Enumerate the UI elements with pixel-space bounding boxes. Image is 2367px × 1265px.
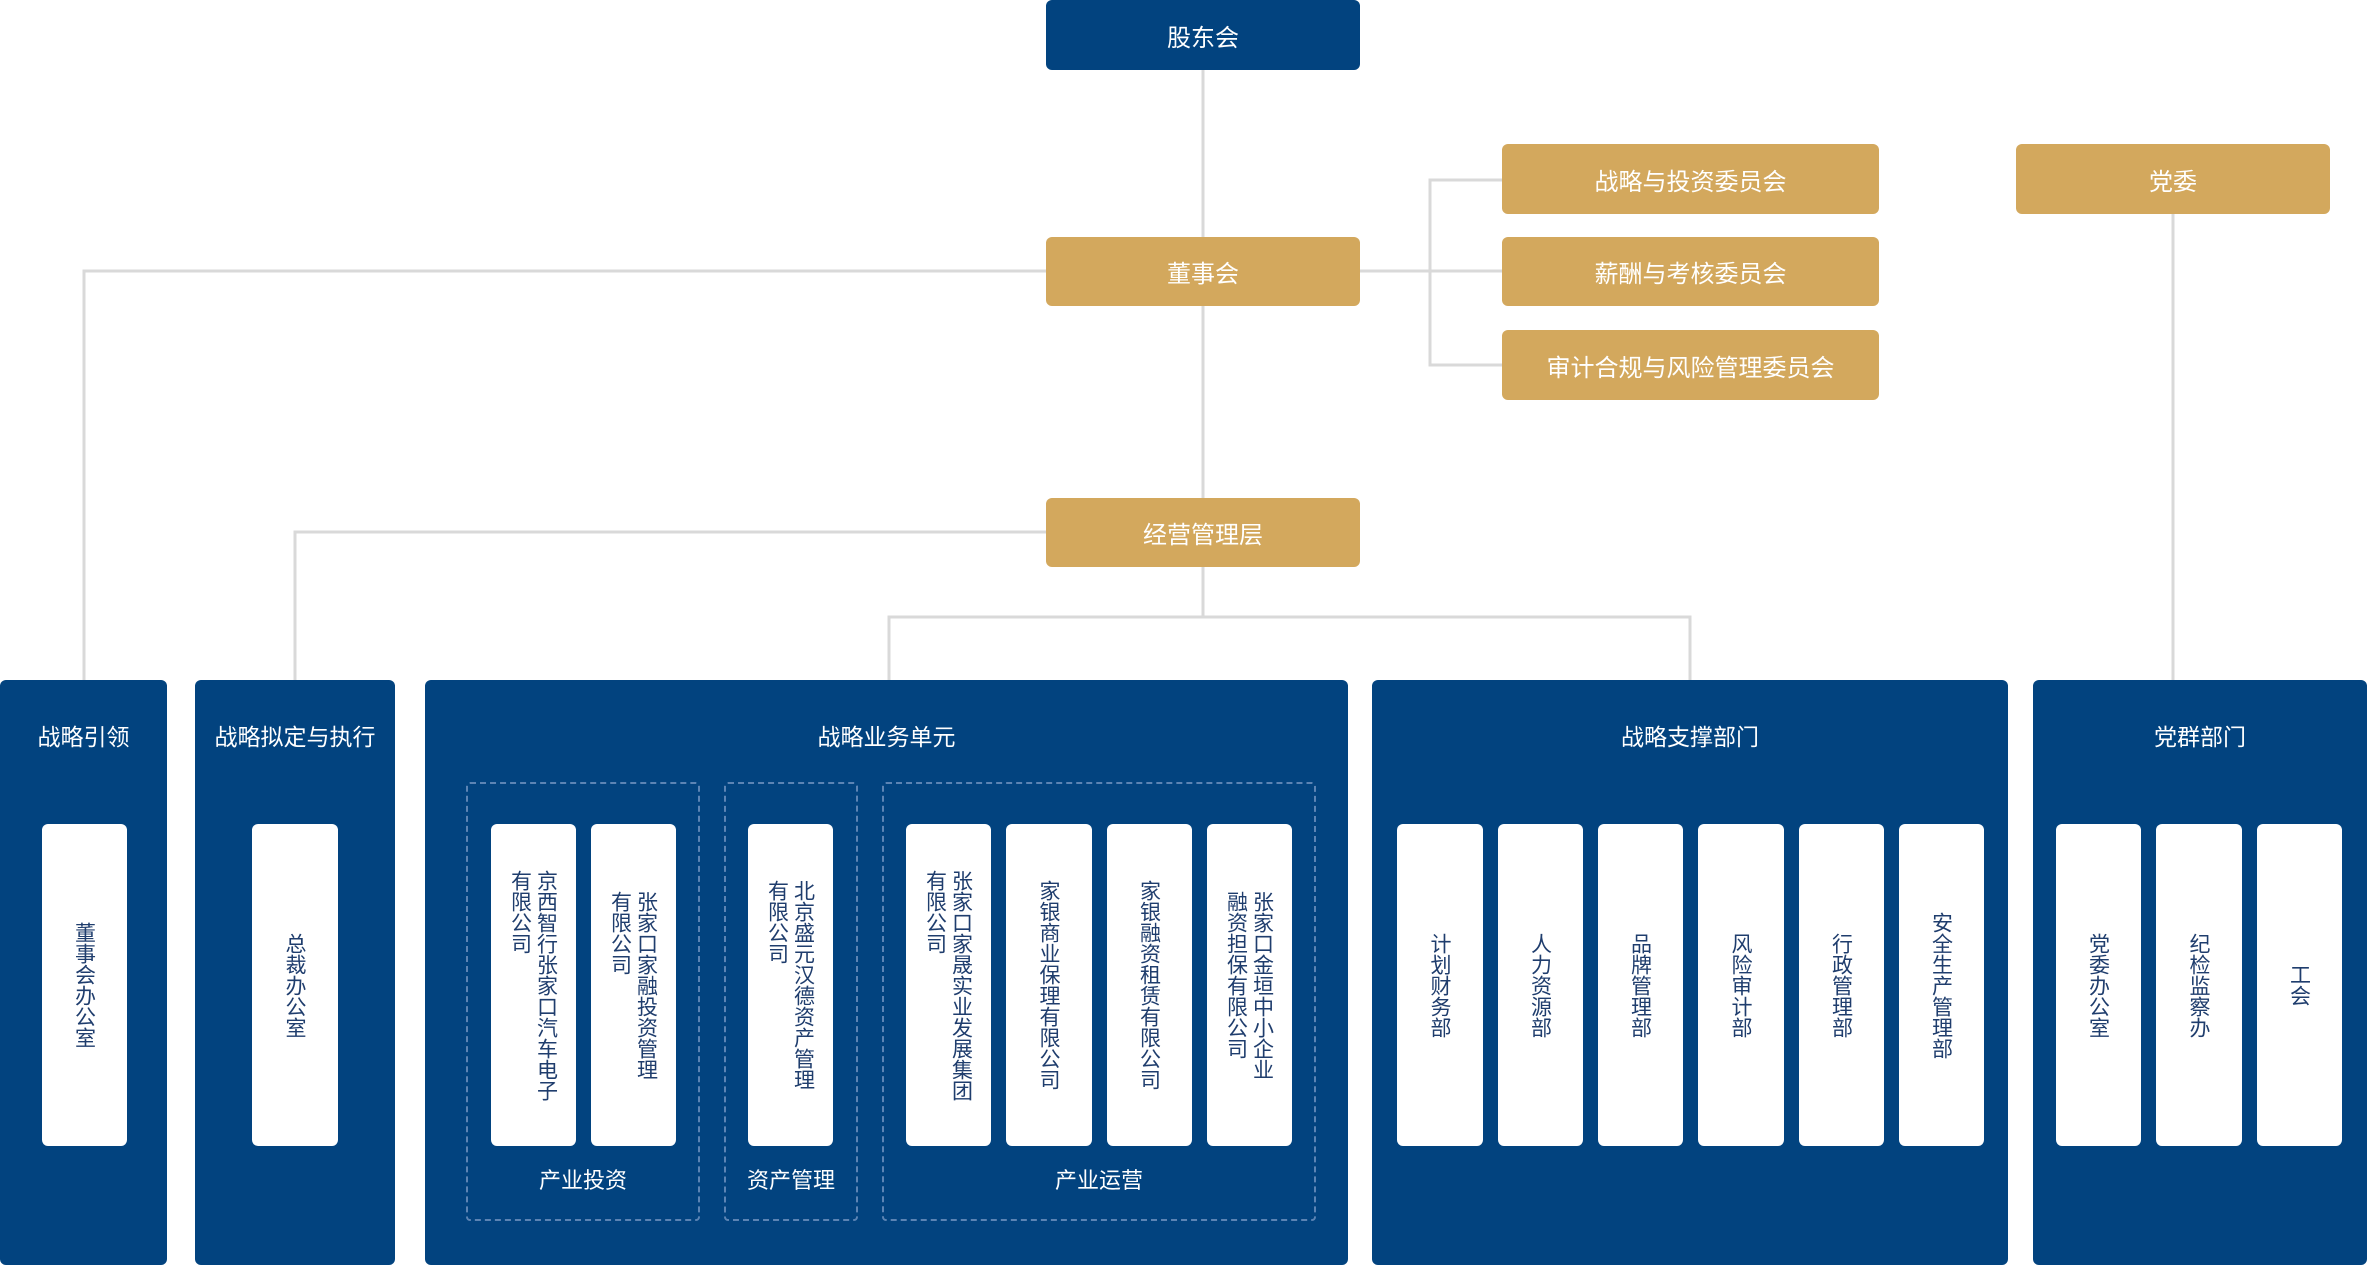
- committee-audit-risk: 审计合规与风险管理委员会: [1502, 330, 1879, 400]
- panel-support: 战略支撑部门 计划财务部 人力资源部 品牌管理部 风险审计部 行政管理部 安全生…: [1372, 680, 2008, 1265]
- committee-strategy-investment: 战略与投资委员会: [1502, 144, 1879, 214]
- card-label: 张家口家晟实业发展集团 有限公司: [923, 869, 974, 1101]
- card-label: 家银融资租赁有限公司: [1137, 880, 1162, 1090]
- group-label: 产业投资: [538, 1169, 627, 1194]
- card-department: 计划财务部: [1397, 824, 1483, 1146]
- card-board-office: 董事会办公室: [42, 824, 127, 1146]
- card-label: 张家口金垣中小企业 融资担保有限公司: [1224, 890, 1275, 1080]
- panel-party: 党群部门 党委办公室 纪检监察办 工会: [2033, 680, 2367, 1265]
- management-box: 经营管理层: [1046, 498, 1360, 567]
- card-label: 张家口家融投资管理 有限公司: [608, 890, 659, 1080]
- card-label: 安全生产管理部: [1929, 911, 1954, 1059]
- card-label: 纪检监察办: [2187, 932, 2211, 1038]
- card-label: 计划财务部: [1428, 932, 1452, 1038]
- panel-title: 战略业务单元: [817, 725, 956, 751]
- panel-strategic-lead: 战略引领 董事会办公室: [0, 680, 167, 1265]
- card-department: 纪检监察办: [2156, 824, 2242, 1146]
- card-department: 党委办公室: [2056, 824, 2141, 1146]
- committee-label: 审计合规与风险管理委员会: [1546, 353, 1835, 382]
- group-industrial-operation: 产业运营: [882, 782, 1316, 1221]
- card-department: 安全生产管理部: [1899, 824, 1984, 1146]
- card-department: 人力资源部: [1498, 824, 1583, 1146]
- card-label: 行政管理部: [1829, 932, 1854, 1038]
- card-label: 家银商业保理有限公司: [1037, 880, 1061, 1090]
- panel-title: 战略拟定与执行: [214, 725, 376, 751]
- card-label: 品牌管理部: [1628, 932, 1653, 1038]
- card-company: 张家口家晟实业发展集团 有限公司: [906, 824, 991, 1146]
- panel-business-units: 战略业务单元 产业投资 资产管理 产业运营 京西智行张家口汽车电子 有限公司 张…: [425, 680, 1348, 1265]
- card-label: 工会: [2287, 964, 2312, 1006]
- card-label: 京西智行张家口汽车电子 有限公司: [508, 869, 559, 1101]
- card-label: 风险审计部: [1729, 932, 1753, 1038]
- card-company: 张家口家融投资管理 有限公司: [591, 824, 676, 1146]
- board-box: 董事会: [1046, 237, 1360, 306]
- card-label: 董事会办公室: [72, 922, 97, 1048]
- card-label: 总裁办公室: [283, 932, 307, 1038]
- card-department: 行政管理部: [1799, 824, 1884, 1146]
- card-department: 风险审计部: [1698, 824, 1784, 1146]
- board-label: 董事会: [1167, 260, 1239, 288]
- card-label: 北京盛元汉德资产管理 有限公司: [765, 880, 816, 1090]
- committee-label: 战略与投资委员会: [1594, 167, 1787, 196]
- party-committee-label: 党委: [2149, 167, 2197, 196]
- card-company: 张家口金垣中小企业 融资担保有限公司: [1207, 824, 1292, 1146]
- card-department: 工会: [2257, 824, 2342, 1146]
- panel-title: 战略支撑部门: [1621, 725, 1759, 751]
- card-president-office: 总裁办公室: [252, 824, 338, 1146]
- card-company: 北京盛元汉德资产管理 有限公司: [748, 824, 833, 1146]
- group-label: 产业运营: [1054, 1169, 1143, 1194]
- committee-label: 薪酬与考核委员会: [1594, 260, 1787, 288]
- card-label: 党委办公室: [2086, 932, 2111, 1038]
- card-company: 家银商业保理有限公司: [1006, 824, 1092, 1146]
- group-asset-management: 资产管理: [724, 782, 858, 1221]
- panel-title: 党群部门: [2154, 725, 2246, 751]
- card-label: 人力资源部: [1528, 932, 1553, 1038]
- card-company: 京西智行张家口汽车电子 有限公司: [491, 824, 576, 1146]
- card-company: 家银融资租赁有限公司: [1107, 824, 1192, 1146]
- shareholders-label: 股东会: [1167, 23, 1239, 52]
- shareholders-box: 股东会: [1046, 0, 1360, 70]
- party-committee-box: 党委: [2016, 144, 2330, 214]
- panel-title: 战略引领: [37, 725, 130, 751]
- panel-strategy-exec: 战略拟定与执行 总裁办公室: [195, 680, 395, 1265]
- group-industrial-investment: 产业投资: [466, 782, 700, 1221]
- management-label: 经营管理层: [1143, 521, 1263, 549]
- group-label: 资产管理: [746, 1169, 835, 1194]
- card-department: 品牌管理部: [1598, 824, 1683, 1146]
- committee-compensation: 薪酬与考核委员会: [1502, 237, 1879, 306]
